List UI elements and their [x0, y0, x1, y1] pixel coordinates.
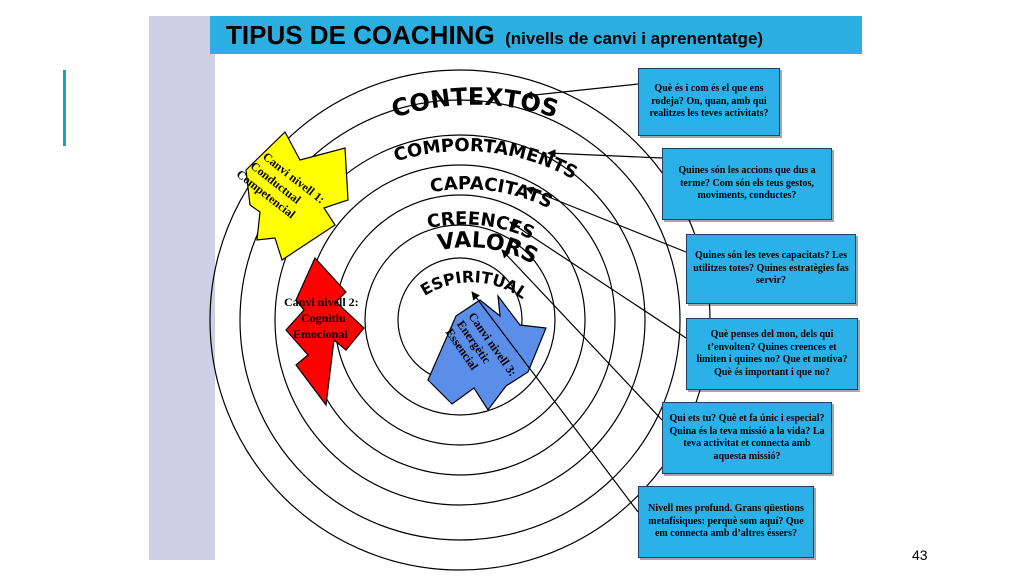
question-box-contextos: Què és i com és el que ens rodeja? On, q… [638, 68, 780, 136]
accent-line [63, 70, 66, 146]
left-side-bar [149, 16, 215, 560]
connector-valors [501, 249, 663, 421]
question-text-espiritual: Nivell mes profund. Grans qüestions meta… [648, 503, 804, 540]
level-3-bolt-shape [427, 293, 547, 412]
question-box-espiritual: Nivell mes profund. Grans qüestions meta… [638, 486, 814, 558]
connector-capacitats [525, 186, 687, 253]
connector-comportaments [547, 149, 663, 159]
question-text-valors: Qui ets tu? Què et fa únic i especial? Q… [669, 413, 825, 462]
connector-arrows [471, 83, 687, 513]
ring-label-espiritual: ESPIRITUAL [417, 267, 531, 303]
level-2-subtitle-a: Cognitiu [301, 311, 346, 325]
question-box-comportaments: Quines són les accions que dus a terme? … [662, 148, 832, 220]
page-number: 43 [912, 547, 928, 563]
title-bar: TIPUS DE COACHING (nivells de canvi i ap… [210, 16, 862, 54]
ring-label-capacitats: CAPACITATS [429, 173, 556, 213]
level-2-subtitle-b: Emocional [293, 327, 348, 341]
question-text-creences: Què penses del mon, dels qui t’envolten?… [696, 329, 848, 378]
slide-subtitle: (nivells de canvi i aprenentatge) [505, 29, 764, 48]
level-2-bolt-shape [285, 256, 365, 407]
level-1-arrow: Canvi nivell 1: Conductual Competencial [234, 131, 349, 261]
ring-labels: CONTEXTOS COMPORTAMENTS CAPACITATS CREEN… [388, 83, 580, 303]
ring-espiritual [364, 224, 556, 416]
connector-contextos [524, 83, 639, 100]
level-2-arrow: Canvi nivell 2: Cognitiu Emocional [284, 256, 365, 407]
question-box-capacitats: Quines són les teves capacitats? Les uti… [686, 234, 856, 304]
level-2-title: Canvi nivell 2: [284, 295, 359, 309]
question-text-capacitats: Quines són les teves capacitats? Les uti… [693, 250, 849, 287]
slide-title: TIPUS DE COACHING [226, 20, 495, 50]
ring-label-contextos: CONTEXTOS [388, 83, 561, 124]
level-1-bolt-shape [245, 131, 349, 261]
connector-espiritual [471, 291, 639, 513]
ring-capacitats [274, 134, 646, 506]
question-box-creences: Què penses del mon, dels qui t’envolten?… [686, 318, 858, 390]
question-text-comportaments: Quines són les accions que dus a terme? … [678, 165, 816, 202]
connector-creences [509, 221, 687, 339]
level-3-arrow: Canvi nivell 3: Energètic Essencial [427, 293, 547, 412]
question-text-contextos: Què és i com és el que ens rodeja? On, q… [649, 83, 769, 120]
ring-comportaments [239, 99, 681, 541]
question-box-valors: Qui ets tu? Què et fa únic i especial? Q… [662, 402, 832, 474]
